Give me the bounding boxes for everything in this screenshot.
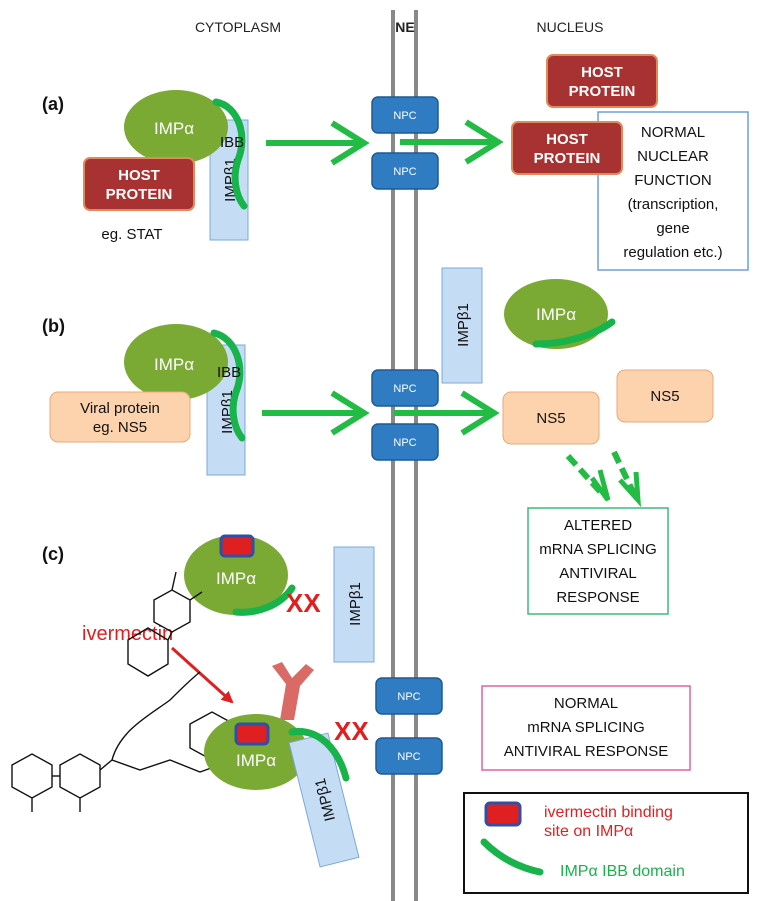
box-line: mRNA SPLICING xyxy=(527,719,645,736)
imp-alpha-label: IMPα xyxy=(154,355,194,374)
normal-splicing-box: NORMAL mRNA SPLICING ANTIVIRAL RESPONSE xyxy=(481,685,691,771)
imp-alpha-blob-c-bottom: IMPα xyxy=(204,714,308,790)
npc-b-bottom: NPC xyxy=(371,423,439,461)
panel-label-b: (b) xyxy=(42,316,65,336)
ivermectin-label: ivermectin xyxy=(82,623,173,645)
ns5-label: NS5 xyxy=(536,410,565,427)
eg-stat-label: eg. STAT xyxy=(101,226,162,243)
box-line: (transcription, xyxy=(628,196,719,213)
panel-label-c: (c) xyxy=(42,544,64,564)
ibb-domain-c-top xyxy=(232,584,296,616)
imp-beta1-box-c-bottom: IMPβ1 xyxy=(288,732,360,868)
arrowhead-a-1 xyxy=(330,120,370,166)
box-line: FUNCTION xyxy=(634,172,712,189)
arrowhead-b-2 xyxy=(460,390,500,436)
npc-label: NPC xyxy=(397,751,420,763)
box-line: NORMAL xyxy=(554,695,618,712)
header-ne: NE xyxy=(395,19,414,35)
ibb-domain-a xyxy=(212,98,248,210)
box-line: ANTIVIRAL RESPONSE xyxy=(504,743,669,760)
viral-protein-line2: eg. NS5 xyxy=(93,419,147,436)
imp-beta1-label: IMPβ1 xyxy=(455,303,472,347)
ibb-domain-b xyxy=(210,329,246,442)
legend-binding-site-line1: ivermectin binding xyxy=(544,804,673,821)
host-protein-line2: PROTEIN xyxy=(569,83,636,100)
imp-alpha-blob-c-top: IMPα xyxy=(184,534,288,615)
imp-beta1-box-b-nucleus: IMPβ1 xyxy=(441,267,483,384)
host-protein-line2: PROTEIN xyxy=(106,186,173,203)
npc-a-top: NPC xyxy=(371,96,439,134)
imp-alpha-blob-b: IMPα xyxy=(124,324,228,400)
box-line: ALTERED xyxy=(564,517,632,534)
host-protein-nucleus-bottom: HOST PROTEIN xyxy=(511,121,623,175)
panel-label-a: (a) xyxy=(42,94,64,114)
npc-c-bottom: NPC xyxy=(375,737,443,775)
box-line: gene xyxy=(656,220,689,237)
npc-c-top: NPC xyxy=(375,677,443,715)
host-protein-line1: HOST xyxy=(118,167,160,184)
blocked-impb1-y-shape xyxy=(272,662,314,720)
viral-protein-line1: Viral protein xyxy=(80,400,160,417)
imp-alpha-blob-b-nucleus: IMPα xyxy=(504,279,608,349)
host-protein-line2: PROTEIN xyxy=(534,150,601,167)
binding-site-legend-icon xyxy=(484,801,522,827)
dashed-arrow-2 xyxy=(611,450,637,496)
host-protein-line1: HOST xyxy=(581,64,623,81)
block-mark-c-bottom: XX xyxy=(334,716,369,746)
dashed-arrowhead-1 xyxy=(589,469,611,502)
dashed-arrowhead-2 xyxy=(618,471,642,508)
imp-beta1-box-c-top: IMPβ1 xyxy=(333,546,375,663)
imp-beta1-label: IMPβ1 xyxy=(347,582,364,626)
header-nucleus: NUCLEUS xyxy=(537,19,604,35)
altered-splicing-box: ALTERED mRNA SPLICING ANTIVIRAL RESPONSE xyxy=(527,507,669,615)
imp-alpha-blob-a: IMPα xyxy=(124,90,228,164)
npc-label: NPC xyxy=(397,691,420,703)
legend-binding-site-line2: site on IMPα xyxy=(544,823,633,840)
host-protein-nucleus-top: HOST PROTEIN xyxy=(546,54,658,108)
imp-alpha-label: IMPα xyxy=(536,305,576,324)
host-protein-a: HOST PROTEIN xyxy=(83,157,195,211)
box-line: ANTIVIRAL xyxy=(559,565,637,582)
arrowhead-a-2 xyxy=(464,119,504,165)
ns5-label: NS5 xyxy=(650,388,679,405)
legend-ibb-domain: IMPα IBB domain xyxy=(560,863,685,880)
ivermectin-structure xyxy=(11,571,235,812)
imp-alpha-label: IMPα xyxy=(236,751,276,770)
ibb-label-a: IBB xyxy=(220,134,244,151)
box-line: NORMAL xyxy=(641,124,705,141)
host-protein-line1: HOST xyxy=(546,131,588,148)
viral-protein-box: Viral protein eg. NS5 xyxy=(49,391,191,443)
ibb-domain-legend-icon xyxy=(480,838,544,876)
npc-label: NPC xyxy=(393,383,416,395)
npc-label: NPC xyxy=(393,166,416,178)
ns5-box-1: NS5 xyxy=(502,391,600,445)
npc-b-top: NPC xyxy=(371,369,439,407)
ns5-box-2: NS5 xyxy=(616,369,714,423)
ivermectin-arrow xyxy=(170,646,234,704)
imp-alpha-label: IMPα xyxy=(154,119,194,138)
box-line: regulation etc.) xyxy=(623,244,722,261)
box-line: mRNA SPLICING xyxy=(539,541,657,558)
ibb-label-b: IBB xyxy=(217,364,241,381)
npc-label: NPC xyxy=(393,110,416,122)
imp-alpha-label: IMPα xyxy=(216,569,256,588)
box-line: RESPONSE xyxy=(556,589,639,606)
block-mark-c-top: XX xyxy=(286,588,321,618)
header-cytoplasm: CYTOPLASM xyxy=(195,19,281,35)
ibb-domain-b-nucleus xyxy=(532,318,616,348)
npc-label: NPC xyxy=(393,437,416,449)
ibb-domain-c-bottom xyxy=(288,728,350,782)
legend: ivermectin binding site on IMPα IMPα IBB… xyxy=(463,792,749,894)
box-line: NUCLEAR xyxy=(637,148,709,165)
arrowhead-b-1 xyxy=(330,390,370,436)
npc-a-bottom: NPC xyxy=(371,152,439,190)
